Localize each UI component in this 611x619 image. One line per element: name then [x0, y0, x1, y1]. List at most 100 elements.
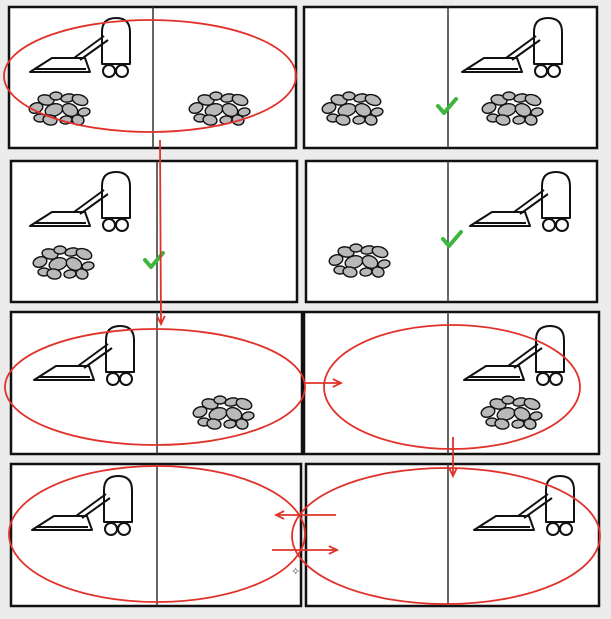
vacuum-wand — [73, 35, 105, 59]
vacuum-wand-inner — [79, 39, 109, 61]
vacuum-body — [535, 325, 565, 373]
state-panel-6 — [302, 310, 601, 456]
panel-frame — [9, 462, 303, 608]
dirt-particle — [81, 261, 95, 271]
dirt-particle — [495, 114, 511, 126]
vacuum-wand-inner — [79, 193, 109, 215]
highlight-ellipse — [323, 324, 581, 450]
checkmark-icon — [436, 97, 458, 115]
panel-frame — [302, 310, 601, 456]
dirt-particle — [49, 91, 63, 101]
dirt-particle — [75, 268, 89, 280]
vacuum-wheel — [117, 522, 131, 536]
vacuum-wheel — [549, 372, 563, 386]
dirt-particle — [494, 418, 510, 430]
vacuum-wand — [505, 35, 537, 59]
highlight-ellipse — [8, 465, 306, 603]
arrow-head — [448, 467, 458, 479]
vacuum-wand-inner — [513, 347, 543, 369]
dirt-particle — [71, 93, 89, 107]
highlight-ellipse — [4, 328, 306, 446]
dirt-particle — [321, 102, 337, 114]
dirt-particle — [237, 107, 251, 117]
vacuum-wand — [507, 343, 539, 367]
dirt-particle — [209, 91, 223, 101]
dirt-particle — [530, 107, 544, 117]
dirt-pile-icon — [328, 243, 391, 278]
vacuum-wheel — [547, 64, 561, 78]
dirt-particle — [77, 107, 91, 117]
highlight-ellipse — [291, 467, 601, 605]
dirt-particle — [371, 266, 385, 278]
dirt-pile-icon — [32, 245, 95, 280]
dirt-particle — [53, 245, 67, 255]
dirt-particle — [511, 419, 525, 429]
vacuum-wheel — [555, 218, 569, 232]
dirt-particle — [188, 102, 204, 114]
dirt-particle — [46, 268, 62, 280]
vacuum-nozzle — [33, 365, 95, 381]
vacuum-body — [105, 325, 135, 373]
vacuum-body — [103, 475, 133, 523]
dirt-particle — [524, 114, 538, 126]
dirt-particle — [63, 269, 77, 279]
panel-frame — [302, 5, 599, 150]
vacuum-nozzle — [473, 515, 535, 531]
vacuum-nozzle — [469, 211, 531, 227]
dirt-particle — [342, 266, 358, 278]
dirt-particle — [241, 411, 255, 421]
vacuum-cleaner-icon — [461, 17, 563, 78]
vacuum-wheel — [119, 372, 133, 386]
vacuum-body — [101, 171, 131, 219]
vacuum-wand — [77, 343, 109, 367]
vacuum-cleaner-icon — [31, 475, 133, 536]
dirt-particle — [377, 259, 391, 269]
dirt-pile-icon — [192, 395, 255, 430]
vacuum-body — [101, 17, 131, 65]
annotation-layer: ✧ — [3, 19, 601, 605]
dirt-particle — [335, 114, 351, 126]
dirt-particle — [481, 102, 497, 114]
dirt-particle — [359, 267, 373, 277]
dirt-particle — [32, 256, 48, 268]
dirt-particle — [512, 115, 526, 125]
arrow-head — [328, 545, 340, 555]
transition-arrow — [159, 139, 162, 325]
vacuum-body — [533, 17, 563, 65]
vacuum-cleaner-icon — [469, 171, 571, 232]
vacuum-nozzle — [29, 211, 91, 227]
highlight-ellipse — [3, 19, 297, 133]
dirt-particle — [364, 114, 378, 126]
vacuum-wand-inner — [83, 347, 113, 369]
checkmark-icon — [441, 230, 463, 248]
vacuum-cleaner-icon — [29, 171, 131, 232]
dirt-particle — [223, 419, 237, 429]
dirt-particle — [231, 93, 249, 107]
state-panel-5 — [9, 310, 304, 456]
state-panel-8 — [304, 462, 601, 608]
vacuum-nozzle — [31, 515, 93, 531]
vacuum-wand-inner — [511, 39, 541, 61]
arrow-head — [332, 378, 344, 388]
dirt-particle — [349, 243, 363, 253]
dirt-particle — [364, 93, 382, 107]
vacuum-wheel — [559, 522, 573, 536]
dirt-particle — [352, 115, 366, 125]
checkmark-icon — [143, 251, 165, 269]
dirt-particle — [523, 418, 537, 430]
dirt-particle — [206, 418, 222, 430]
dirt-particle — [75, 247, 93, 261]
cursor-marker-icon: ✧ — [291, 565, 300, 578]
state-panel-4 — [304, 159, 599, 304]
dirt-particle — [213, 395, 227, 405]
vacuum-nozzle — [29, 57, 91, 73]
vacuum-cleaner-icon — [29, 17, 131, 78]
vacuum-wheel — [115, 218, 129, 232]
vacuum-wheel — [115, 64, 129, 78]
vacuum-body — [541, 171, 571, 219]
panel-frame — [9, 159, 299, 304]
dirt-particle — [502, 91, 516, 101]
vacuum-wand-inner — [519, 193, 549, 215]
vacuum-wand — [513, 189, 545, 213]
